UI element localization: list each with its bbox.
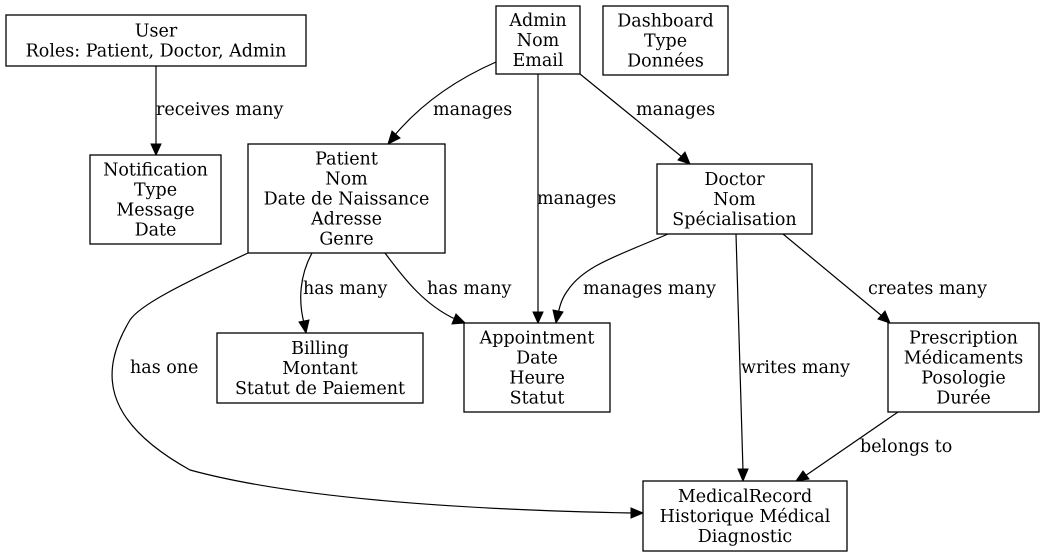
node-attribute: Type — [644, 32, 687, 52]
edge-line-patient-medicalrecord — [111, 252, 633, 514]
node-attribute: Type — [134, 181, 177, 201]
edge-line-patient-billing — [300, 252, 313, 324]
node-box — [247, 143, 446, 254]
node-attribute: Diagnostic — [698, 527, 792, 547]
arrow-head — [532, 311, 544, 325]
edge-label-admin-patient: manages — [433, 100, 512, 120]
arrow-head — [298, 319, 310, 335]
edge-label-patient-billing: has many — [303, 279, 388, 299]
edge-line-doctor-appointment — [557, 233, 669, 315]
arrow-head — [150, 143, 162, 157]
edge-label-doctor-appointment: manages many — [583, 279, 716, 299]
node-attribute: Durée — [936, 389, 990, 409]
edge-line-doctor-prescription — [782, 233, 883, 317]
edge-patient-billing: has many — [298, 252, 388, 335]
edge-admin-doctor: manages — [579, 73, 715, 165]
node-title: Prescription — [909, 329, 1018, 349]
node-box — [602, 5, 729, 76]
node-attribute: Statut — [510, 389, 565, 409]
arrow-head — [877, 310, 891, 324]
node-attribute: Montant — [282, 359, 358, 379]
node-box — [463, 322, 611, 413]
node-attribute: Statut de Paiement — [235, 379, 405, 399]
node-title: Dashboard — [617, 12, 713, 32]
edge-label-admin-doctor: manages — [636, 100, 715, 120]
edge-patient-appointment: has many — [384, 252, 512, 325]
node-box — [642, 480, 848, 552]
edge-label-prescription-medicalrecord: belongs to — [860, 437, 952, 457]
node-title: Billing — [291, 339, 349, 359]
node-attribute: Heure — [509, 369, 565, 389]
node-attribute: Nom — [713, 190, 756, 210]
node-attribute: Date de Naissance — [264, 190, 430, 210]
arrow-head — [451, 313, 467, 325]
edge-line-admin-doctor — [579, 73, 683, 158]
edge-admin-appointment: manages — [532, 74, 616, 325]
node-title: User — [135, 22, 178, 42]
node-attribute: Médicaments — [904, 349, 1024, 369]
node-attribute: Roles: Patient, Doctor, Admin — [26, 42, 287, 62]
edge-label-doctor-prescription: creates many — [868, 279, 987, 299]
arrow-head — [737, 468, 749, 483]
edge-line-admin-patient — [393, 61, 497, 137]
node-attribute: Posologie — [921, 369, 1005, 389]
edge-patient-medicalrecord: has one — [111, 252, 645, 519]
node-attribute: Spécialisation — [672, 210, 796, 230]
edge-line-prescription-medicalrecord — [804, 411, 899, 477]
node-title: Doctor — [704, 170, 765, 190]
node-title: Notification — [103, 161, 208, 181]
node-attribute: Email — [513, 51, 564, 71]
node-box — [887, 322, 1040, 413]
arrow-head — [552, 309, 564, 325]
node-attribute: Genre — [319, 230, 373, 250]
node-attribute: Historique Médical — [660, 507, 831, 527]
edge-doctor-medicalrecord: writes many — [735, 233, 850, 483]
node-title: Patient — [315, 150, 378, 170]
edge-admin-patient: manages — [387, 61, 512, 145]
edge-doctor-prescription: creates many — [782, 233, 987, 324]
node-title: Admin — [508, 11, 566, 31]
edge-label-patient-medicalrecord: has one — [130, 358, 198, 378]
edge-label-doctor-medicalrecord: writes many — [741, 358, 850, 378]
edge-label-admin-appointment: manages — [537, 189, 616, 209]
arrow-head — [630, 507, 645, 519]
edge-user-notification: receives many — [150, 66, 284, 157]
edge-line-patient-appointment — [384, 252, 456, 320]
node-attribute: Nom — [325, 170, 368, 190]
edge-label-user-notification: receives many — [156, 100, 284, 120]
node-box — [656, 163, 813, 235]
node-title: MedicalRecord — [678, 487, 812, 507]
node-box — [89, 154, 222, 245]
node-box — [495, 5, 581, 75]
node-attribute: Date — [135, 221, 177, 241]
node-attribute: Données — [627, 52, 704, 72]
edge-prescription-medicalrecord: belongs to — [794, 411, 952, 482]
edge-doctor-appointment: manages many — [552, 233, 716, 325]
node-attribute: Message — [116, 201, 194, 221]
node-attribute: Adresse — [310, 210, 382, 230]
node-title: Appointment — [479, 329, 595, 349]
node-attribute: Date — [516, 349, 558, 369]
arrow-head — [677, 151, 691, 165]
edge-line-doctor-medicalrecord — [735, 233, 744, 472]
node-box — [5, 14, 307, 67]
arrow-head — [794, 470, 810, 482]
node-box — [216, 332, 424, 404]
arrow-head — [387, 130, 401, 145]
node-attribute: Nom — [517, 31, 560, 51]
edge-label-patient-appointment: has many — [427, 279, 512, 299]
